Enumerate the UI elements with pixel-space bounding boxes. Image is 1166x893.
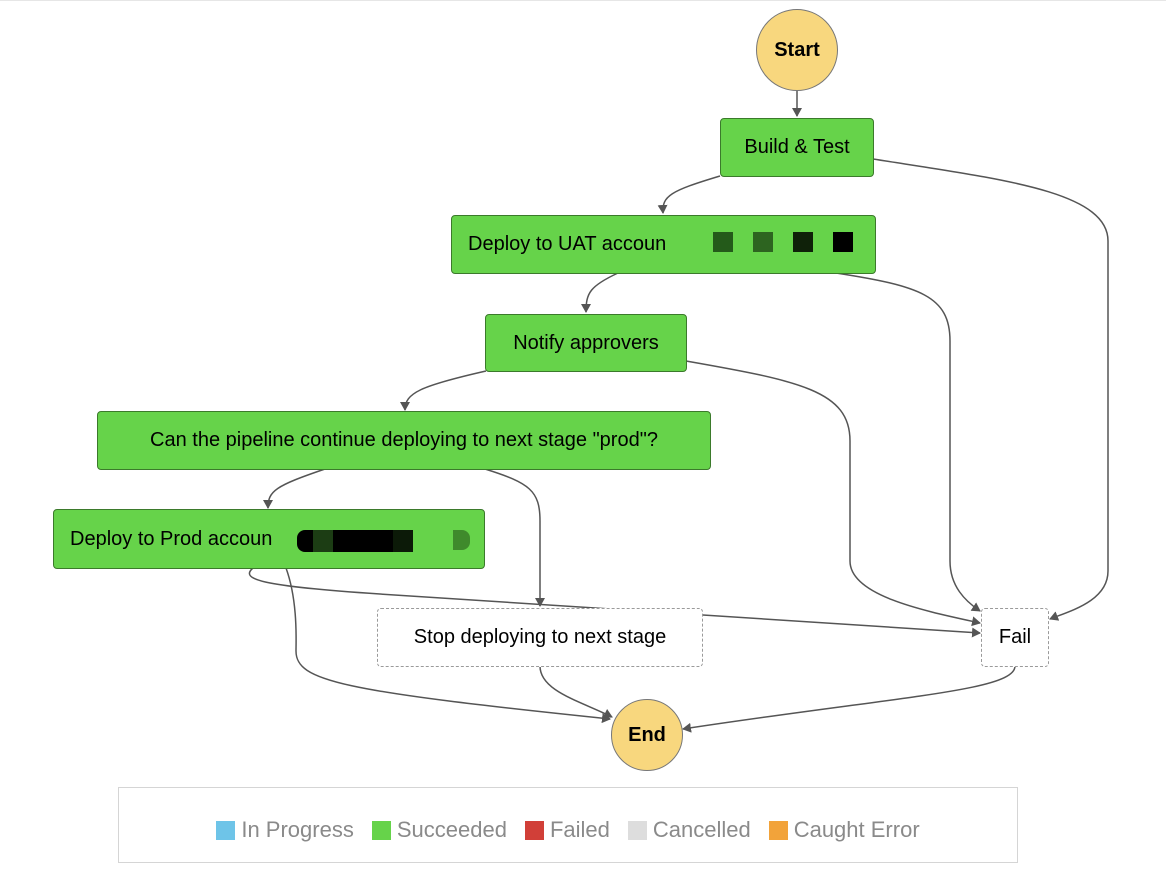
status-legend: In Progress Succeeded Failed Cancelled C… xyxy=(118,787,1018,863)
edge-deploy-prod-fail xyxy=(248,567,981,638)
choice-node[interactable]: Can the pipeline continue deploying to n… xyxy=(97,411,711,470)
choice-label: Can the pipeline continue deploying to n… xyxy=(150,429,658,451)
end-node[interactable]: End xyxy=(611,699,683,771)
stop-deploying-node[interactable]: Stop deploying to next stage xyxy=(377,608,703,667)
redaction-block xyxy=(753,232,773,252)
end-label: End xyxy=(628,723,666,746)
edge-deploy-prod-end xyxy=(285,567,611,724)
legend-label: Cancelled xyxy=(652,817,751,842)
redaction-block xyxy=(297,530,313,552)
redaction-block xyxy=(333,530,393,552)
notify-approvers-label: Notify approvers xyxy=(513,331,659,354)
start-label: Start xyxy=(774,38,820,61)
deploy-prod-label: Deploy to Prod accoun xyxy=(70,527,273,550)
legend-swatch xyxy=(371,820,391,840)
notify-approvers-node[interactable]: Notify approvers xyxy=(485,314,687,372)
legend-item-failed: Failed xyxy=(524,817,610,843)
legend-item-succeeded: Succeeded xyxy=(371,817,507,843)
edge-fail-end xyxy=(682,665,1016,733)
legend-label: Succeeded xyxy=(396,817,507,842)
fail-node[interactable]: Fail xyxy=(981,608,1049,667)
legend-item-caught-error: Caught Error xyxy=(768,817,920,843)
edge-build-fail xyxy=(872,158,1109,621)
stop-deploying-label: Stop deploying to next stage xyxy=(413,626,667,648)
legend-item-cancelled: Cancelled xyxy=(627,817,751,843)
start-node[interactable]: Start xyxy=(756,9,838,91)
edge-notify-choice xyxy=(400,370,487,411)
redaction-block xyxy=(713,232,733,252)
legend-label: Failed xyxy=(549,817,610,842)
redaction-block xyxy=(393,530,413,552)
redaction-block xyxy=(793,232,813,252)
redaction-block xyxy=(833,232,853,252)
deploy-uat-node[interactable]: Deploy to UAT accoun xyxy=(451,215,876,274)
redaction-block xyxy=(313,530,333,552)
legend-swatch xyxy=(524,820,544,840)
deploy-uat-label: Deploy to UAT accoun xyxy=(468,233,667,255)
legend-swatch xyxy=(216,820,236,840)
fail-label: Fail xyxy=(998,626,1032,648)
legend-swatch xyxy=(627,820,647,840)
legend-item-in-progress: In Progress xyxy=(216,817,354,843)
edge-choice-deploy-prod xyxy=(263,468,326,509)
redaction-block xyxy=(453,530,470,550)
edge-deploy-uat-fail xyxy=(835,272,981,612)
build-test-label: Build & Test xyxy=(744,136,850,158)
legend-label: In Progress xyxy=(241,817,354,842)
edge-choice-stop xyxy=(484,468,545,607)
edge-notify-fail xyxy=(685,360,981,627)
deploy-prod-node[interactable]: Deploy to Prod accoun xyxy=(53,509,485,569)
edge-deploy-uat-notify xyxy=(581,272,619,313)
legend-label: Caught Error xyxy=(793,817,920,842)
edge-stop-end xyxy=(539,665,613,718)
legend-swatch xyxy=(768,820,788,840)
build-test-node[interactable]: Build & Test xyxy=(720,118,874,177)
edge-build-deploy-uat xyxy=(657,175,721,214)
